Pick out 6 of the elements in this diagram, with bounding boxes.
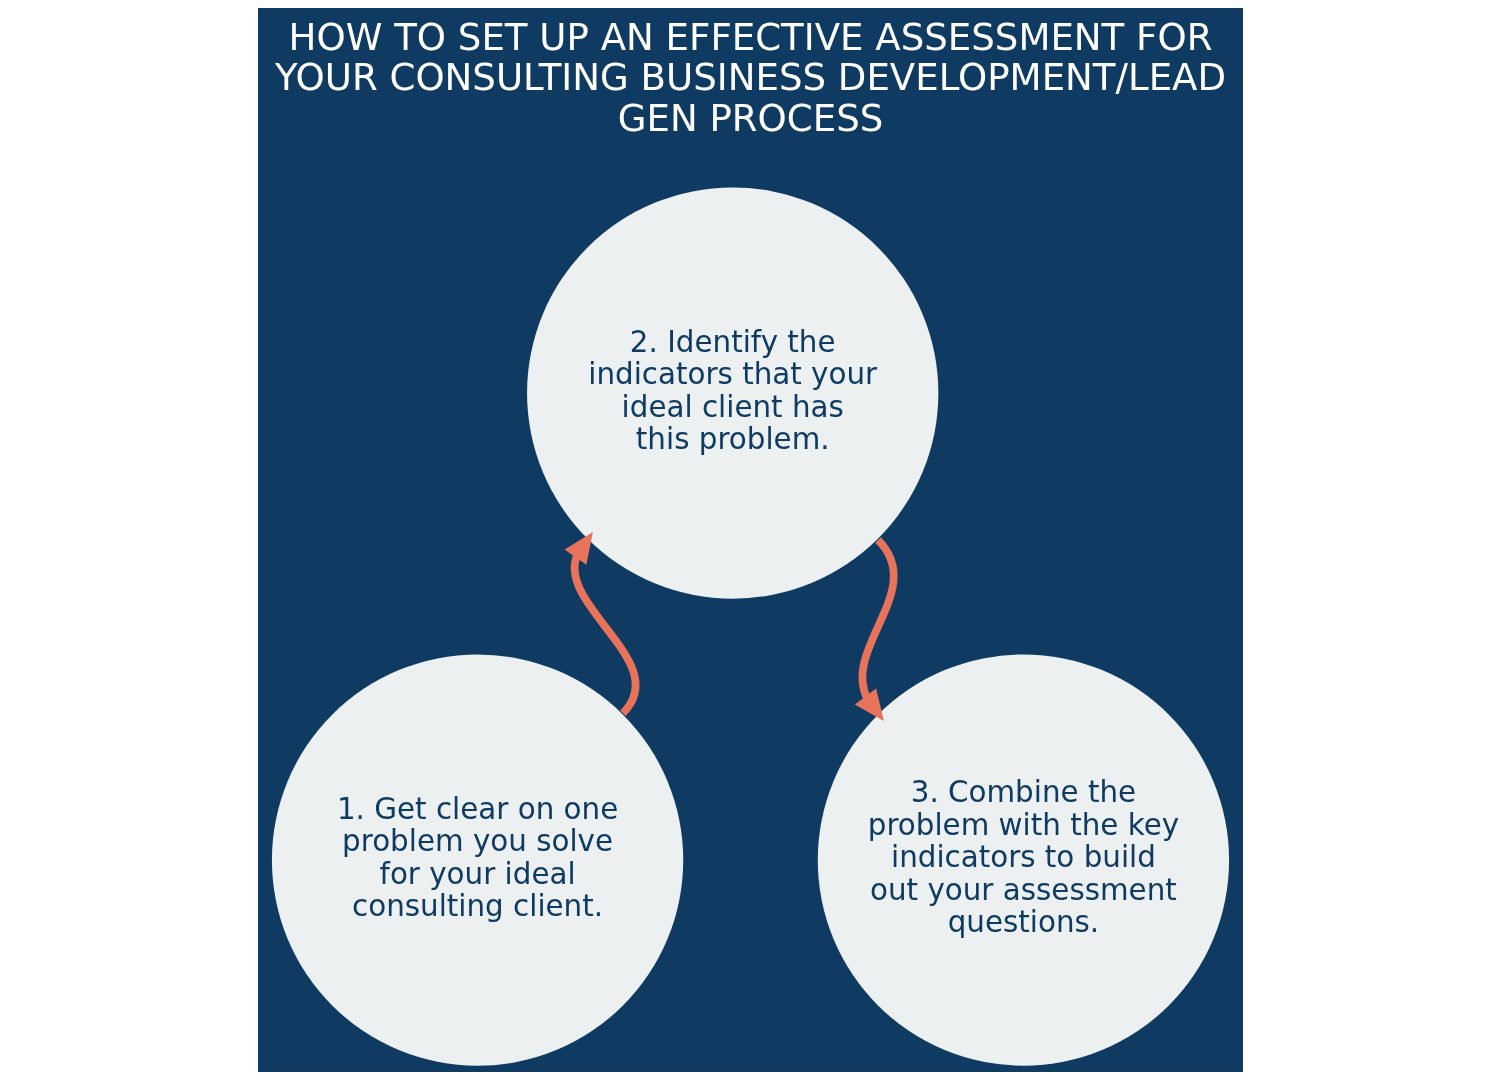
diagram-title: HOW TO SET UP AN EFFECTIVE ASSESSMENT FOR YOUR CONSULTING BUSINESS DEVELOPMENT/LEAD GEN PROCESS [274, 16, 1226, 140]
node-circle: 2. Identify the indicators that your ideal client has this problem. [526, 187, 938, 599]
arrow [563, 532, 639, 716]
node-circle: 3. Combine the problem with the key indicators to build out your assessment questions. [817, 654, 1229, 1066]
arrow [854, 537, 897, 721]
node-circle: 1. Get clear on one problem you solve for your ideal consulting client. [271, 654, 683, 1066]
